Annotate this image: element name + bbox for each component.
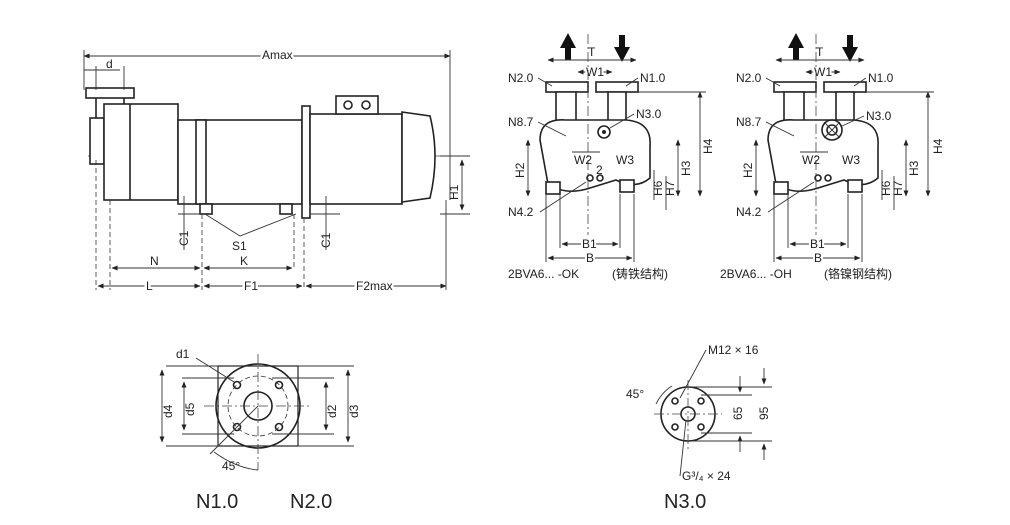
ok-dim-h6: H6	[651, 180, 665, 196]
inlet-arrow-up-icon	[560, 33, 576, 60]
ok-port-n3	[597, 125, 611, 139]
n3-caption: N3.0	[664, 491, 706, 513]
oh-dim-h7: H7	[891, 180, 905, 196]
flange-caption-n1: N1.0	[196, 491, 238, 513]
motor-body	[309, 113, 403, 205]
dim-s1: S1	[232, 239, 247, 253]
oh-caption: 2BVA6... -OH	[720, 267, 792, 281]
oh-port-n3	[821, 119, 843, 141]
oh-label-n1: N1.0	[868, 71, 894, 85]
flange-n3: M12 × 16 45° 65 95 G³/₄ × 24 N3.0	[626, 343, 772, 513]
ok-dim-h3: H3	[679, 160, 693, 176]
ok-dim-b1: B1	[582, 237, 597, 251]
oh-label-n8: N8.7	[736, 115, 762, 129]
oh-dim-w1: W1	[814, 65, 832, 79]
oh-dim-h2: H2	[741, 162, 755, 178]
end-view-oh: T W1 N2.0 N1.0 N8.7 N3.0 H4 H2 W2 W3 H3	[720, 33, 945, 281]
n3-dim-65: 65	[731, 406, 745, 420]
dim-c1-right: C1	[319, 232, 333, 248]
oh-inlet-arrow-up-icon	[788, 33, 804, 60]
ok-dim-w1: W1	[586, 65, 604, 79]
oh-dim-h3: H3	[907, 160, 921, 176]
n3-label-bolt: M12 × 16	[708, 343, 759, 357]
ok-pump-body	[539, 119, 651, 192]
oh-label-n4: N4.2	[736, 205, 762, 219]
dim-d: d	[106, 57, 113, 71]
ok-caption: 2BVA6... -OK	[508, 267, 579, 281]
n3-dim-95: 95	[757, 406, 771, 420]
dim-amax: Amax	[262, 48, 293, 62]
n3-label-angle: 45°	[626, 387, 644, 401]
middle-flange	[301, 105, 311, 219]
oh-label-n2: N2.0	[736, 71, 762, 85]
dim-f1: F1	[244, 279, 258, 293]
ok-label-n3: N3.0	[636, 107, 662, 121]
flange-label-d5: d5	[183, 402, 197, 416]
dim-n: N	[150, 254, 159, 268]
flange-label-angle: 45°	[222, 459, 240, 473]
ok-label-n1: N1.0	[640, 71, 666, 85]
dim-c1-left: C1	[177, 230, 191, 246]
ok-dim-h7: H7	[663, 180, 677, 196]
oh-pump-body	[767, 119, 879, 192]
inlet-elbow	[89, 117, 105, 165]
dim-h1: H1	[447, 184, 461, 200]
terminal-box	[335, 95, 379, 115]
oh-dim-t: T	[816, 45, 824, 59]
oh-dim-w3: W3	[842, 153, 860, 167]
end-view-ok: T W1 N2.0 N1.0 N8.7 N3.0 H4 H2 W2	[508, 33, 715, 281]
oh-dim-h4: H4	[931, 138, 945, 154]
oh-outlet-arrow-down-icon	[842, 35, 858, 62]
n3-label-thread: G³/₄ × 24	[682, 469, 731, 483]
flange-label-d4: d4	[161, 404, 175, 418]
flange-caption-n2: N2.0	[290, 491, 332, 513]
dim-l: L	[146, 279, 153, 293]
inlet-flange	[85, 87, 135, 99]
pump-housing-left	[103, 103, 179, 201]
oh-dim-w2: W2	[802, 153, 820, 167]
flange-label-d2: d2	[325, 404, 339, 418]
oh-dim-b1: B1	[810, 237, 825, 251]
ok-dim-t: T	[588, 45, 596, 59]
ok-mark-2: 2	[596, 163, 603, 177]
outlet-arrow-down-icon	[614, 35, 630, 62]
ok-dim-b: B	[586, 251, 594, 265]
ok-dim-h4: H4	[701, 138, 715, 154]
dim-k: K	[240, 254, 248, 268]
side-view: Amax d H1 C1 S1 C1 N K L F1	[83, 46, 470, 296]
ok-dim-h2: H2	[513, 162, 527, 178]
oh-label-n3: N3.0	[866, 109, 892, 123]
ok-label-n8: N8.7	[508, 115, 534, 129]
dim-f2max: F2max	[356, 279, 393, 293]
oh-dim-h6: H6	[879, 180, 893, 196]
flange-label-d3: d3	[347, 404, 361, 418]
ok-caption-cn: (铸铁结构)	[612, 266, 668, 281]
ok-label-n4: N4.2	[508, 205, 534, 219]
flange-n1-n2: d1 d4 d5 d2 d3 45° N1.0 N2.0	[159, 347, 361, 513]
ok-dim-w3: W3	[616, 153, 634, 167]
flange-label-d1: d1	[176, 347, 190, 361]
motor-fan-cover	[401, 111, 436, 203]
oh-dim-b: B	[814, 251, 822, 265]
ok-label-n2: N2.0	[508, 71, 534, 85]
oh-caption-cn: (铬镍钢结构)	[824, 266, 892, 281]
ok-dim-w2: W2	[574, 153, 592, 167]
